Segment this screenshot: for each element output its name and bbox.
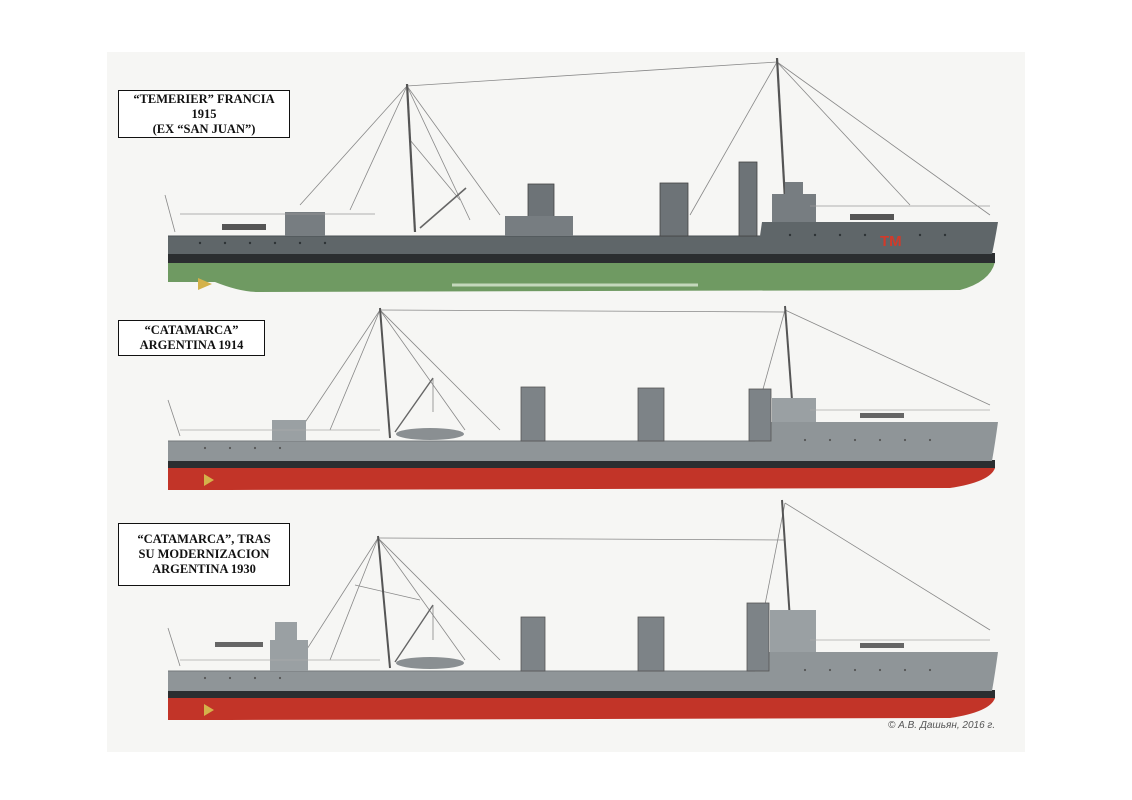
label-line: SU MODERNIZACION — [138, 547, 270, 561]
ship-label-catamarca-1930: “CATAMARCA”, TRAS SU MODERNIZACION ARGEN… — [118, 523, 290, 586]
hull — [168, 222, 998, 254]
drawing-sheet — [107, 52, 1025, 752]
label-line: “CATAMARCA” — [144, 323, 239, 337]
underwater-hull — [168, 698, 995, 720]
underwater-hull — [168, 262, 995, 292]
ship-label-temerier: “TEMERIER” FRANCIA 1915 (EX “SAN JUAN”) — [118, 90, 290, 138]
label-line: ARGENTINA 1930 — [152, 562, 256, 576]
ship-label-catamarca-1914: “CATAMARCA” ARGENTINA 1914 — [118, 320, 265, 356]
ship-temerier: TM — [164, 57, 998, 292]
underwater-hull — [168, 468, 995, 490]
label-line: (EX “SAN JUAN”) — [152, 121, 256, 136]
ship-catamarca-1914 — [167, 305, 998, 490]
label-line: “TEMERIER” FRANCIA — [133, 91, 275, 106]
label-line: “CATAMARCA”, TRAS — [137, 532, 271, 546]
ship-catamarca-1930 — [167, 499, 998, 720]
hull-marking: TM — [880, 233, 902, 250]
label-line: 1915 — [191, 106, 217, 121]
label-line: ARGENTINA 1914 — [139, 338, 244, 352]
author-credit: © А.В. Дашьян, 2016 г. — [888, 720, 996, 731]
